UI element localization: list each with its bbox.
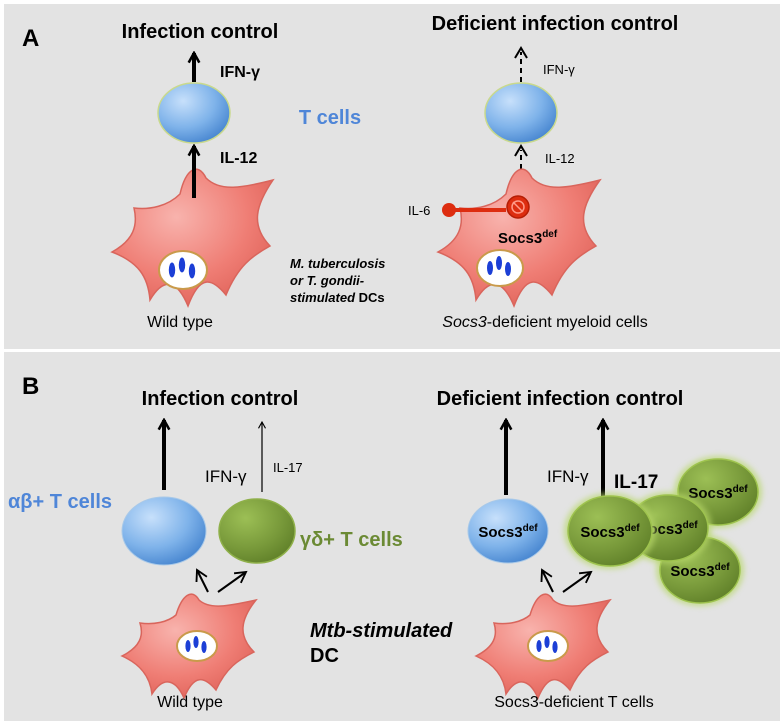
panel-a-right-title: Deficient infection control xyxy=(432,13,679,35)
bacterium-icon xyxy=(536,640,542,652)
panel-a-right-ifn-label: IFN-γ xyxy=(543,62,575,77)
ifn-arrowhead xyxy=(514,46,528,59)
bacterium-icon xyxy=(178,257,186,273)
panel-b-right-ifn-label: IFN-γ xyxy=(547,467,589,486)
t-cell xyxy=(157,82,231,144)
inhibition-icon-ring xyxy=(511,200,525,214)
bacterium-icon xyxy=(487,261,493,275)
il6-ligand xyxy=(442,203,456,217)
panel-a-background xyxy=(4,4,780,349)
panel-a-label: A xyxy=(22,25,39,52)
bacterium-icon xyxy=(193,636,199,648)
dc-to-ab-arrow xyxy=(195,568,209,593)
inhibition-icon-bar xyxy=(512,201,524,213)
bacterium-icon xyxy=(552,641,558,653)
panel-a-left-il12-label: IL-12 xyxy=(220,150,257,167)
socs3def-label: Socs3def xyxy=(670,562,730,580)
il6-label: IL-6 xyxy=(408,203,430,218)
gd-t-cell xyxy=(218,498,296,564)
ab-t-cell xyxy=(121,496,207,566)
gd-t-cell-socs3-deficient xyxy=(567,495,653,567)
panel-b-left-caption: Wild type xyxy=(157,694,223,711)
panel-a-left-title: Infection control xyxy=(122,21,279,43)
bacterium-icon xyxy=(188,263,196,279)
socs3def-label: Socs3def xyxy=(498,229,558,247)
panel-a-left-ifn-label: IFN-γ xyxy=(220,64,260,81)
bacterium-icon xyxy=(544,636,550,648)
panel-a-right-il12-label: IL-12 xyxy=(545,151,575,166)
bacterium-icon xyxy=(505,262,511,276)
panel-a-right-caption: Socs3-deficient myeloid cells xyxy=(442,314,647,331)
bacterium-icon xyxy=(496,256,502,270)
dc-note-line2: or T. gondii- xyxy=(290,273,364,288)
bacterium-icon xyxy=(168,262,176,278)
dc-label: DC xyxy=(310,645,339,667)
bacterium-icon xyxy=(201,641,207,653)
dc-note-line3: stimulated DCs xyxy=(290,290,385,305)
socs3def-label: Socs3def xyxy=(478,523,538,541)
bacterium-icon xyxy=(185,640,191,652)
dendritic-cell xyxy=(110,168,275,309)
dc-to-gd-arrow xyxy=(217,570,248,593)
dc-to-ab-arrow xyxy=(540,568,554,593)
t-cell xyxy=(484,82,558,144)
socs3def-label: Socs3def xyxy=(580,523,640,541)
ab-t-cell-socs3-deficient xyxy=(467,498,549,564)
panel-b-right-caption: Socs3-deficient T cells xyxy=(494,694,653,711)
t-cells-label: T cells xyxy=(299,107,361,129)
panel-b-right-title: Deficient infection control xyxy=(437,388,684,410)
panel-b-label: B xyxy=(22,373,39,400)
il12-arrowhead xyxy=(514,144,528,157)
dc-to-gd-arrow xyxy=(562,570,593,593)
panel-a-left-caption: Wild type xyxy=(147,314,213,331)
panel-b-left-ifn-label: IFN-γ xyxy=(205,467,247,486)
dc-note-line1: M. tuberculosis xyxy=(290,256,385,271)
ab-t-cells-label: αβ+ T cells xyxy=(8,491,112,513)
panel-b-left-il17-label: IL-17 xyxy=(273,460,303,475)
panel-b-right-il17-label: IL-17 xyxy=(614,472,658,493)
socs3def-label: Socs3def xyxy=(688,484,748,502)
gd-t-cells-label: γδ+ T cells xyxy=(300,529,403,551)
mtb-stimulated-label: Mtb-stimulated xyxy=(310,620,453,642)
panel-b-left-title: Infection control xyxy=(142,388,299,410)
